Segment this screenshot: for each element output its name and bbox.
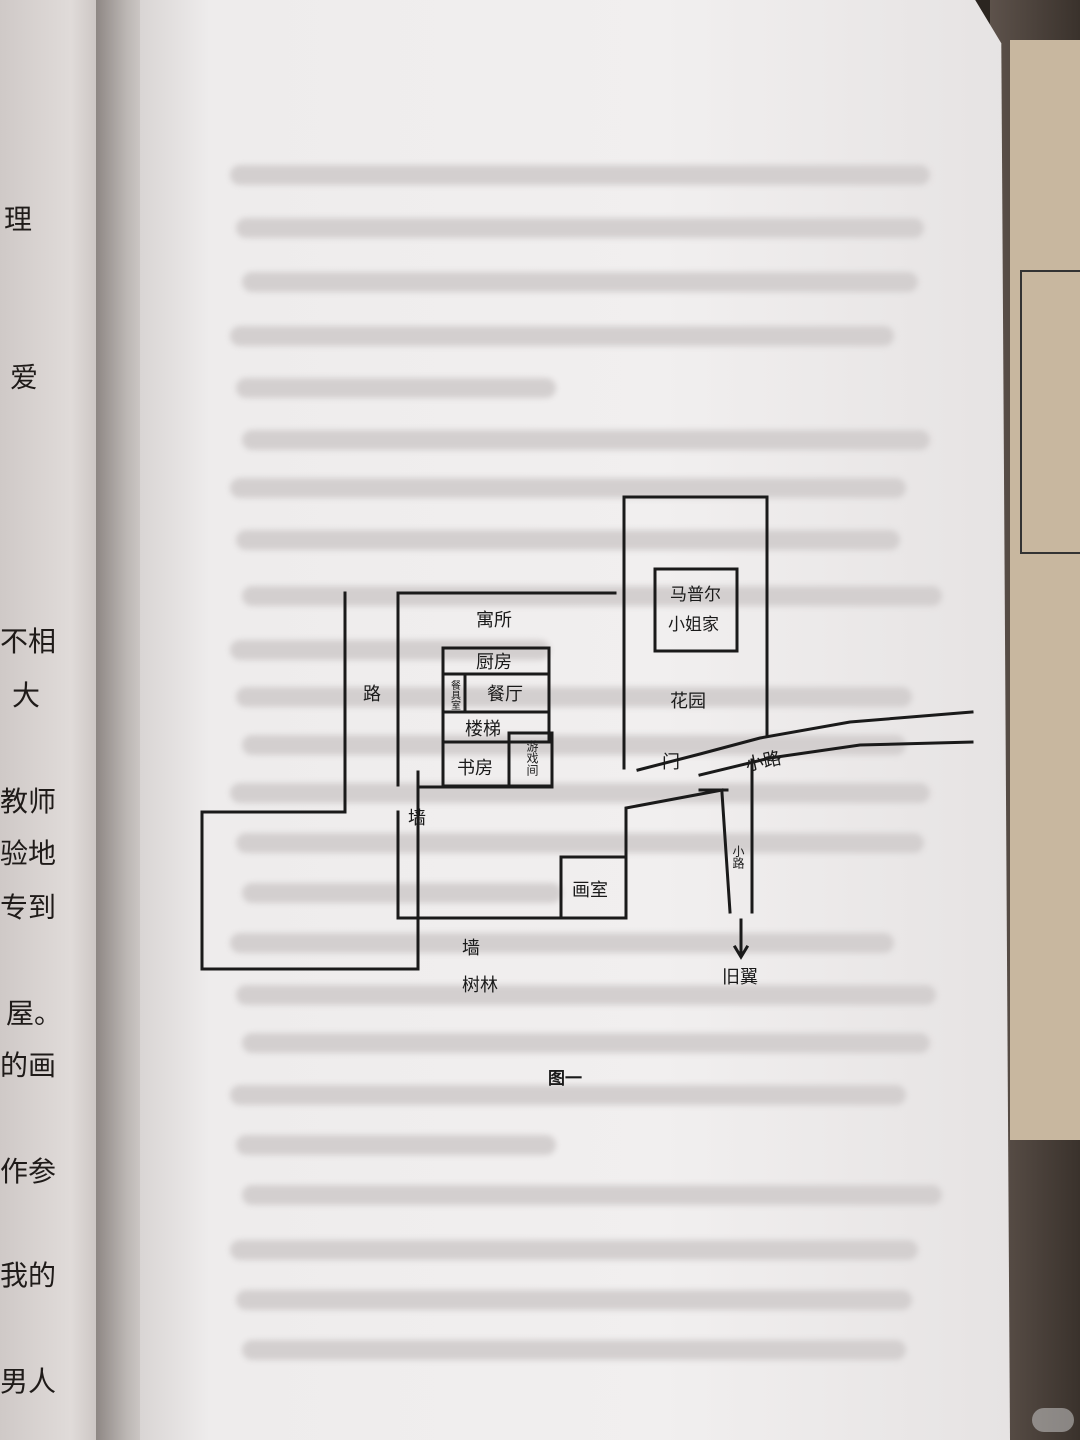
ghost-line (242, 272, 918, 292)
studio-room (559, 855, 628, 920)
ghost-line (242, 1340, 906, 1360)
left-page-fragment: 作参 (0, 1155, 57, 1188)
ghost-line (242, 430, 930, 450)
garden-outline-left (622, 495, 769, 770)
label-dining: 餐厅 (487, 684, 523, 705)
label-garden: 花园 (670, 691, 706, 712)
ghost-line (230, 783, 930, 803)
figure-caption: 图一 (548, 1069, 582, 1089)
label-old-wing: 旧翼 (722, 967, 758, 988)
ghost-line (230, 933, 894, 953)
watermark-badge (1032, 1408, 1074, 1432)
ghost-line (236, 1290, 912, 1310)
left-page-fragment: 专到 (0, 891, 57, 924)
label-studio: 画室 (572, 880, 608, 901)
ghost-line (230, 165, 930, 185)
lane-upper-edge (636, 710, 974, 772)
ghost-line (230, 326, 894, 346)
plan-lines (200, 495, 974, 971)
left-page-fragment: 理 (4, 203, 33, 236)
ghost-line (236, 218, 924, 238)
ghost-line (236, 687, 912, 707)
ghost-line (236, 1135, 556, 1155)
left-page-fragment: 爱 (10, 361, 39, 394)
ghost-line (230, 478, 906, 498)
left-page-fragment: 屋。 (6, 997, 63, 1030)
left-page-fragment: 大 (12, 679, 41, 712)
road-left-outline (200, 591, 420, 971)
lane-lower-edge (698, 740, 974, 777)
ghost-line (236, 530, 900, 550)
label-study: 书房 (457, 758, 493, 779)
label-residence: 寓所 (476, 610, 512, 631)
label-pantry: 餐具室 (449, 679, 461, 710)
ghost-line (230, 640, 550, 660)
ghost-line (236, 378, 556, 398)
left-page-fragment: 不相 (0, 625, 57, 658)
label-wall-left: 墙 (408, 808, 426, 829)
left-page-fragment: 我的 (0, 1259, 57, 1292)
label-mapple-house-line2: 小姐家 (668, 615, 719, 635)
left-page-fragment: 的画 (0, 1049, 57, 1082)
label-mapple-house-line1: 马普尔 (670, 585, 721, 605)
label-stairs: 楼梯 (465, 719, 501, 740)
ghost-line (236, 985, 936, 1005)
label-lane-main: 小路 (744, 748, 784, 776)
left-page-fragment: 男人 (0, 1365, 57, 1398)
ghost-line (242, 1185, 942, 1205)
left-page-fragment: 教师 (0, 785, 57, 818)
label-woods: 树林 (462, 975, 498, 996)
ghost-line (242, 735, 906, 755)
label-wall-bottom: 墙 (462, 938, 480, 959)
ghost-line (242, 1033, 930, 1053)
mapple-house (653, 567, 739, 653)
label-road-left: 路 (363, 684, 381, 705)
label-kitchen: 厨房 (476, 652, 512, 673)
ghost-line (230, 1240, 918, 1260)
label-lane-side: 小路 (731, 845, 745, 870)
label-playroom: 游戏间 (525, 740, 539, 776)
ghost-line (242, 883, 562, 903)
adjacent-book (1010, 40, 1080, 1140)
adjacent-book-frame (1020, 270, 1080, 554)
old-wing-arrowhead (732, 944, 750, 960)
label-gate: 门 (662, 752, 680, 773)
side-lane-left (720, 791, 732, 914)
residence-outline-top (396, 591, 617, 787)
left-page-fragment: 验地 (0, 837, 57, 870)
ghost-line (230, 1085, 906, 1105)
